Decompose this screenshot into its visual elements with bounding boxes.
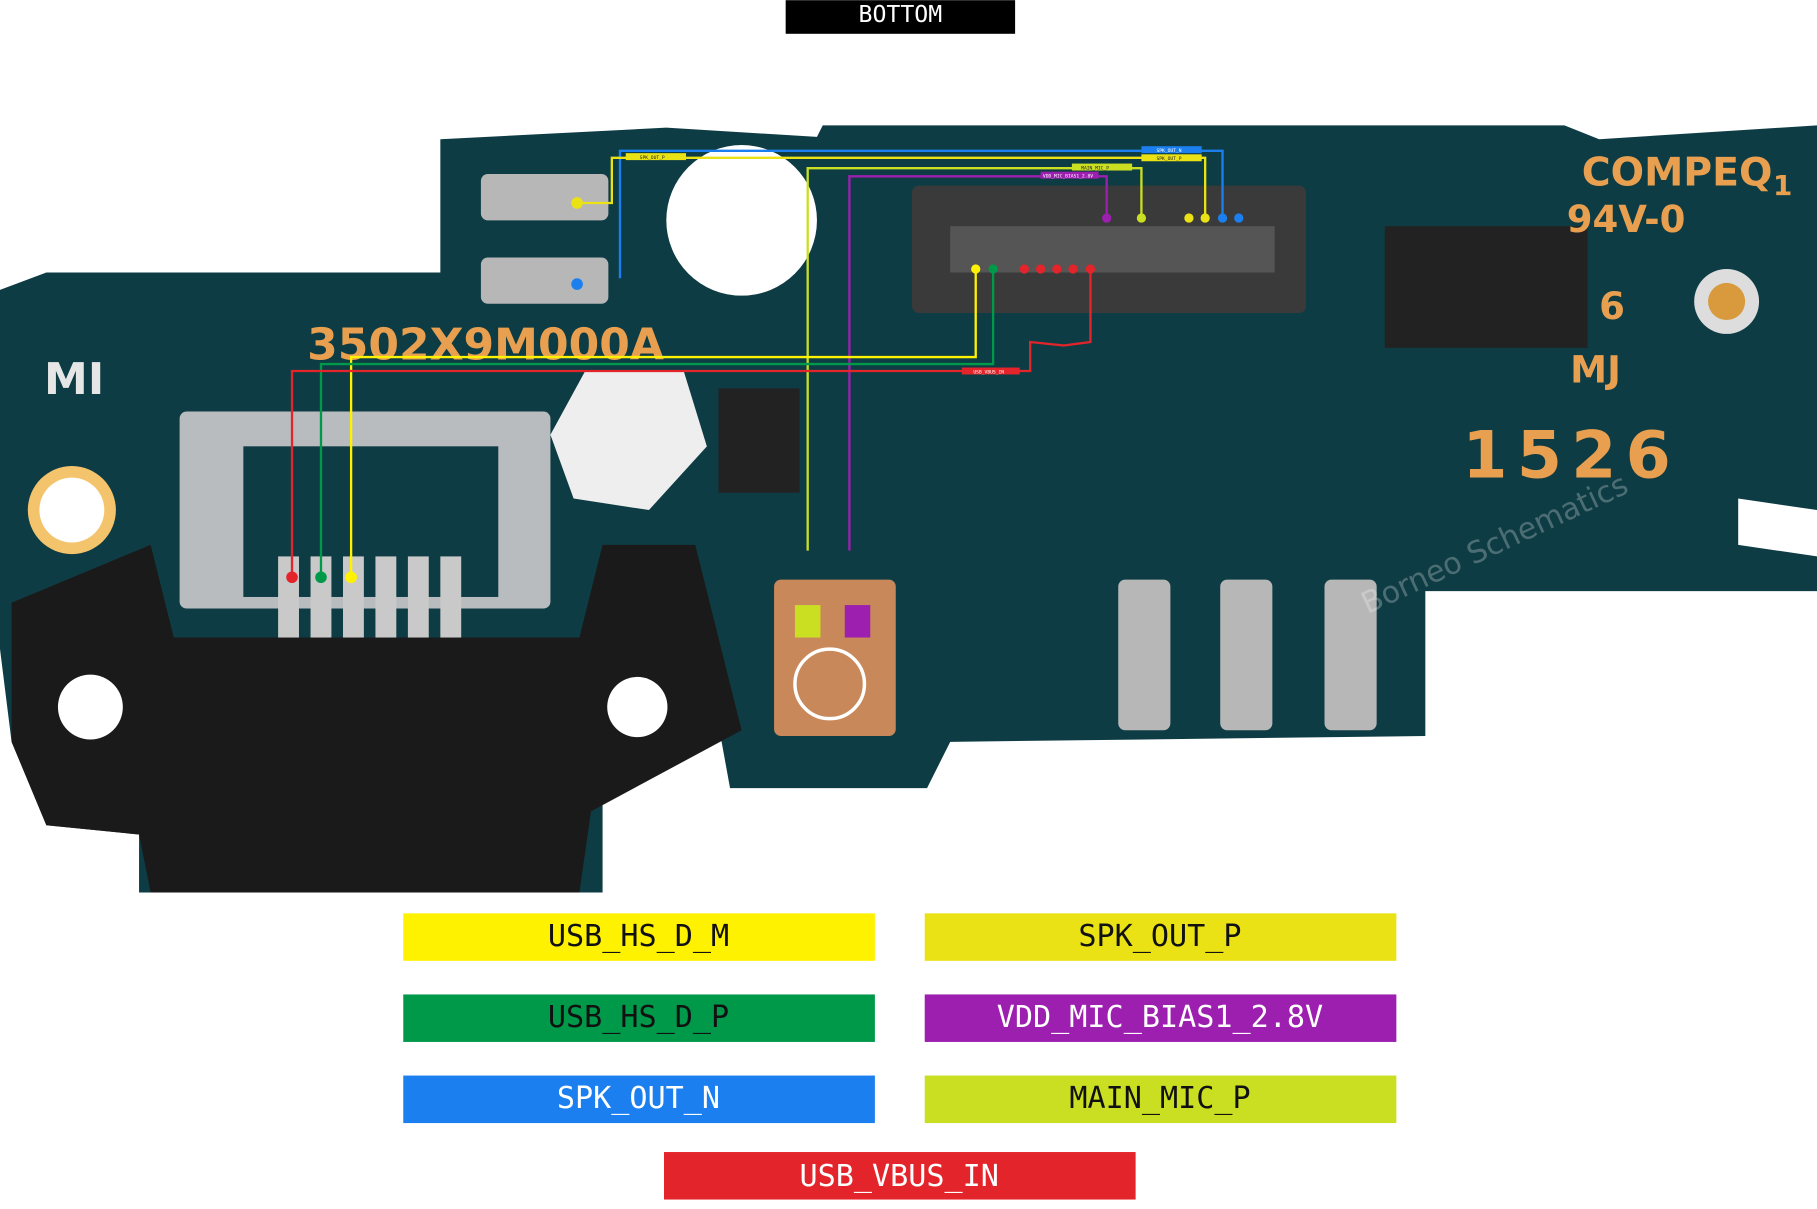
- svg-text:USB_HS_D_M: USB_HS_D_M: [548, 919, 729, 954]
- legend-item-usb-vbus-in: USB_VBUS_IN: [663, 1152, 1136, 1200]
- trace-label: SPK_OUT_N: [1156, 148, 1181, 154]
- trace-label: MAIN_MIC_P: [1081, 165, 1109, 171]
- maker-pin: 1: [1773, 169, 1792, 202]
- trace-dots: [286, 197, 1244, 638]
- trace-label: SPK_OUT_P: [1156, 156, 1181, 162]
- ic-chip: [718, 388, 800, 493]
- mounting-hole: [666, 145, 817, 296]
- microphone: [774, 579, 896, 737]
- trace-label: VDD_MIC_BIAS1_2.8V: [1043, 173, 1093, 179]
- title: BOTTOM: [859, 1, 943, 28]
- svg-text:MAIN_MIC_P: MAIN_MIC_P: [1069, 1081, 1250, 1116]
- traces: [290, 149, 1224, 580]
- svg-text:USB_VBUS_IN: USB_VBUS_IN: [800, 1159, 999, 1194]
- svg-text:SPK_OUT_P: SPK_OUT_P: [1078, 919, 1241, 954]
- usb-connector-housing: [11, 544, 742, 893]
- trace-labels: SPK_OUT_P SPK_OUT_N SPK_OUT_P MAIN_MIC_P…: [625, 146, 1202, 375]
- trace-label: SPK_OUT_P: [640, 155, 665, 161]
- maker-mark: COMPEQ: [1582, 150, 1773, 196]
- legend-item-vdd-mic-bias: VDD_MIC_BIAS1_2.8V: [924, 994, 1397, 1042]
- svg-text:VDD_MIC_BIAS1_2.8V: VDD_MIC_BIAS1_2.8V: [997, 1000, 1323, 1035]
- legend-item-main-mic-p: MAIN_MIC_P: [924, 1075, 1397, 1124]
- rating: 94V-0: [1567, 198, 1686, 241]
- logo: MI: [44, 354, 104, 405]
- legend: USB_HS_D_M SPK_OUT_P USB_HS_D_P VDD_MIC_…: [403, 913, 1397, 1200]
- part-number: 3502X9M000A: [307, 319, 664, 370]
- mark-mj: MJ: [1570, 349, 1621, 392]
- date-code: 1526: [1462, 419, 1680, 494]
- fpc-connector: [1384, 226, 1588, 348]
- shield-pad: [550, 371, 707, 511]
- pcb-board: 3502X9M000A MI COMPEQ 1 94V-0 6 MJ 1526 …: [0, 125, 1817, 893]
- legend-item-spk-out-n: SPK_OUT_N: [403, 1075, 875, 1124]
- svg-text:SPK_OUT_N: SPK_OUT_N: [557, 1081, 720, 1116]
- trace-label: USB_VBUS_IN: [973, 369, 1004, 375]
- title-bar: [785, 0, 1016, 34]
- mark-6: 6: [1599, 285, 1625, 328]
- legend-item-usb-hs-d-m: USB_HS_D_M: [403, 913, 875, 961]
- legend-item-spk-out-p: SPK_OUT_P: [924, 913, 1397, 961]
- legend-item-usb-hs-d-p: USB_HS_D_P: [403, 994, 875, 1042]
- spring-contacts: [480, 174, 1377, 731]
- svg-text:USB_HS_D_P: USB_HS_D_P: [548, 1000, 729, 1035]
